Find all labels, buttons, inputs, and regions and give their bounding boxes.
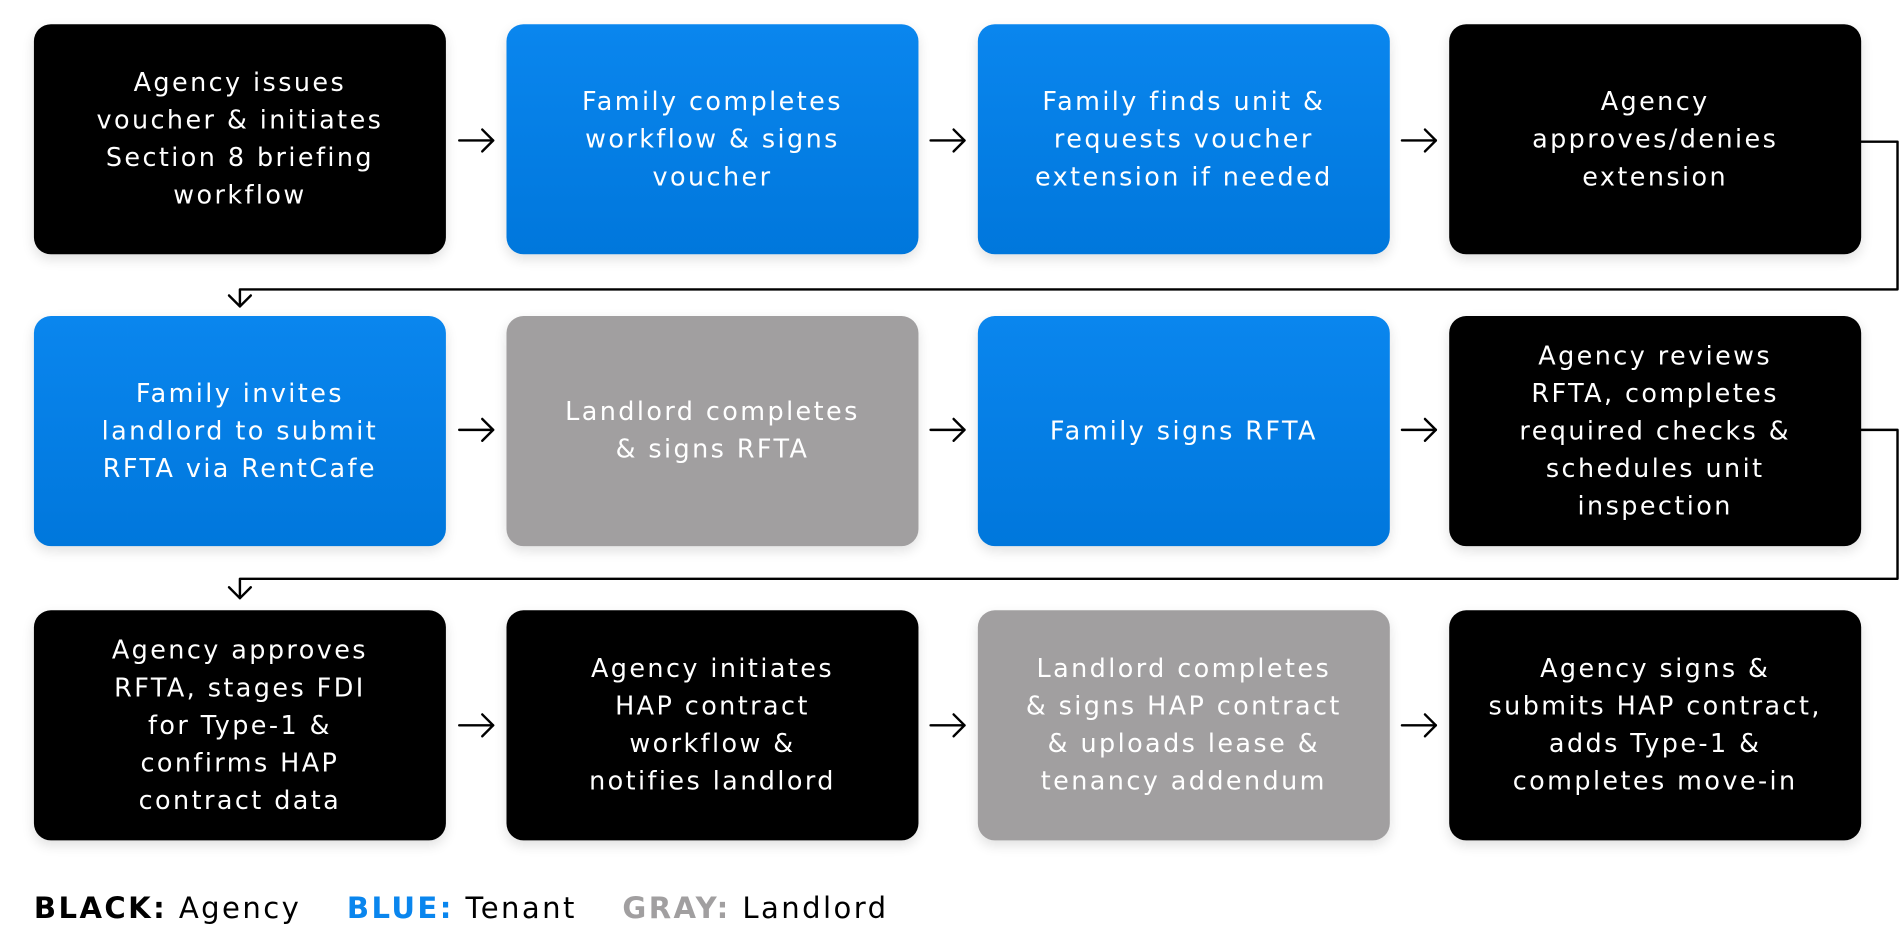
- step-2-box: Family completes workflow & signs vouche…: [506, 24, 919, 255]
- step-9-label: Agency approves RFTA, stages FDI for Typ…: [111, 635, 368, 815]
- connector-8-9: [227, 428, 1899, 600]
- legend-agency: BLACK: Agency: [34, 891, 301, 925]
- step-7-label: Family signs RFTA: [1049, 415, 1318, 446]
- step-11-box: Landlord completes & signs HAP contract …: [977, 610, 1390, 841]
- arrow-1-2: [458, 128, 495, 153]
- legend-agency-key: BLACK:: [33, 891, 168, 926]
- step-4-box: Agency approves/denies extension: [1449, 24, 1862, 255]
- legend-landlord-key: GRAY:: [622, 891, 731, 926]
- arrow-2-3: [929, 128, 966, 153]
- arrow-6-7: [929, 417, 966, 442]
- step-10-box: Agency initiates HAP contract workflow &…: [506, 610, 919, 841]
- arrow-10-11: [929, 713, 966, 738]
- arrow-9-10: [458, 713, 495, 738]
- step-3-box: Family finds unit & requests voucher ext…: [977, 24, 1390, 255]
- connector-4-5: [227, 140, 1899, 308]
- step-12-box: Agency signs & submits HAP contract, add…: [1449, 610, 1862, 841]
- step-1-label: Agency issues voucher & initiates Sectio…: [96, 67, 384, 210]
- step-8-box: Agency reviews RFTA, completes required …: [1449, 316, 1862, 547]
- legend-landlord-value: Landlord: [742, 891, 889, 926]
- arrow-3-4: [1400, 128, 1438, 153]
- arrow-11-12: [1400, 713, 1438, 738]
- arrow-5-6: [458, 417, 495, 442]
- step-8-label: Agency reviews RFTA, completes required …: [1519, 340, 1791, 521]
- legend-landlord: GRAY: Landlord: [622, 891, 888, 925]
- step-2-label: Family completes workflow & signs vouche…: [582, 86, 843, 191]
- legend: BLACK: Agency BLUE: Tenant GRAY: Landlor…: [34, 891, 922, 925]
- step-6-box: Landlord completes & signs RFTA: [506, 316, 919, 547]
- step-5-label: Family invites landlord to submit RFTA v…: [101, 378, 379, 483]
- step-3-label: Family finds unit & requests voucher ext…: [1034, 86, 1333, 191]
- step-5-box: Family invites landlord to submit RFTA v…: [33, 316, 446, 547]
- step-4-label: Agency approves/denies extension: [1532, 86, 1779, 191]
- step-10-label: Agency initiates HAP contract workflow &…: [589, 653, 836, 796]
- step-7-box: Family signs RFTA: [977, 316, 1390, 547]
- legend-tenant: BLUE: Tenant: [347, 891, 577, 925]
- legend-tenant-key: BLUE:: [346, 891, 454, 926]
- legend-tenant-value: Tenant: [465, 891, 577, 926]
- step-1-box: Agency issues voucher & initiates Sectio…: [33, 24, 446, 255]
- arrow-7-8: [1400, 417, 1438, 442]
- step-6-label: Landlord completes & signs RFTA: [565, 397, 860, 464]
- step-12-label: Agency signs & submits HAP contract, add…: [1488, 653, 1822, 796]
- step-9-box: Agency approves RFTA, stages FDI for Typ…: [33, 610, 446, 841]
- legend-agency-value: Agency: [178, 891, 302, 926]
- step-11-label: Landlord completes & signs HAP contract …: [1025, 653, 1342, 796]
